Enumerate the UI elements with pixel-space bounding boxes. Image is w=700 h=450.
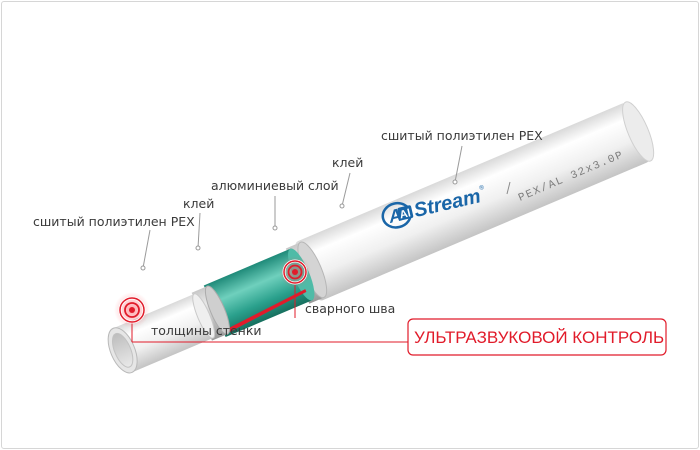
pipe-inner-pex xyxy=(107,293,216,374)
label-glue-inner: клей xyxy=(183,196,214,211)
ultrasonic-control-box: УЛЬТРАЗВУКОВОЙ КОНТРОЛЬ xyxy=(407,318,667,356)
leader-outer-layer xyxy=(452,145,463,185)
label-aluminium: алюминиевый слой xyxy=(211,178,339,193)
leader-glue-inner xyxy=(195,212,201,251)
ultrasonic-target-icon xyxy=(279,256,311,288)
pipe-marking-line xyxy=(506,181,511,195)
ultrasonic-target-icon xyxy=(114,292,150,328)
label-weld-seam: сварного шва xyxy=(305,301,395,316)
pipe-outer-pex xyxy=(295,101,655,301)
logo-registered: ® xyxy=(478,184,485,192)
label-glue-outer: клей xyxy=(332,155,363,170)
label-outer-pex: сшитый полиэтилен PEX xyxy=(381,128,543,143)
leader-inner-layer xyxy=(140,229,151,271)
logo-al-badge: Al xyxy=(398,207,411,221)
label-wall-thickness: толщины стенки xyxy=(151,323,262,338)
leader-aluminium xyxy=(272,196,278,231)
leader-glue-outer xyxy=(339,172,351,209)
ultrasonic-control-label: УЛЬТРАЗВУКОВОЙ КОНТРОЛЬ xyxy=(414,328,664,347)
label-inner-pex: сшитый полиэтилен PEX xyxy=(33,214,195,229)
